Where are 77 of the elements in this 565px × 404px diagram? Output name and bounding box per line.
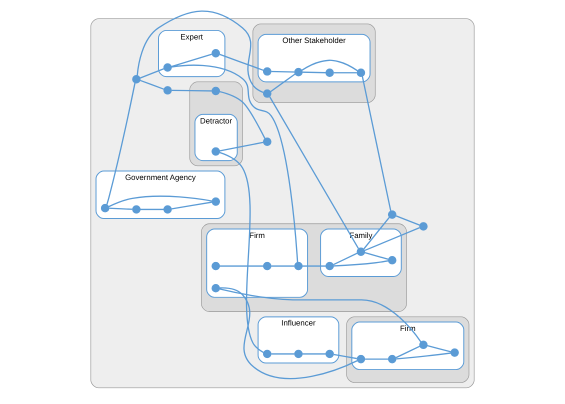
connector — [106, 82, 136, 205]
node-circle — [388, 256, 396, 264]
node-circle — [356, 354, 366, 364]
connector — [220, 288, 422, 342]
node-circle — [325, 68, 334, 77]
cluster — [201, 223, 407, 312]
node-circle — [163, 86, 172, 95]
connector — [302, 265, 326, 267]
node-circle — [212, 284, 220, 292]
node-circle — [132, 205, 141, 214]
node-circle — [163, 63, 172, 72]
connector — [334, 72, 357, 74]
connector — [427, 345, 451, 352]
connector — [362, 76, 392, 211]
node-circle — [262, 89, 272, 98]
node-circle — [388, 210, 396, 219]
node-circle — [294, 68, 303, 76]
connector — [364, 252, 388, 260]
connector — [136, 10, 264, 94]
connector — [271, 353, 294, 355]
connector — [171, 54, 212, 68]
connector — [140, 68, 164, 79]
connector — [396, 352, 451, 360]
connector — [172, 202, 212, 210]
connector — [220, 287, 358, 380]
node-circle — [294, 262, 303, 270]
node-circle — [262, 138, 272, 146]
node-circle — [100, 204, 110, 212]
node-circle — [212, 262, 220, 270]
connector — [302, 353, 326, 355]
connector — [271, 70, 294, 73]
node-circle — [388, 354, 396, 364]
node-circle — [325, 262, 334, 270]
connector — [302, 60, 358, 72]
node-circle — [212, 86, 220, 96]
connector — [396, 346, 420, 358]
connector — [270, 74, 296, 92]
connector — [140, 80, 164, 90]
node-circle — [356, 68, 366, 77]
node-circle — [212, 48, 220, 58]
connector — [220, 142, 264, 152]
connector — [171, 64, 298, 262]
connector — [363, 217, 390, 250]
node-circle — [356, 248, 366, 256]
connector — [302, 72, 326, 74]
node-circle — [325, 350, 334, 358]
cluster — [90, 18, 475, 388]
connector — [396, 215, 420, 226]
connector — [269, 96, 359, 249]
connector — [109, 208, 132, 210]
connector — [220, 91, 266, 139]
node-circle — [262, 67, 272, 76]
connector — [364, 227, 420, 252]
node-circle — [163, 205, 172, 214]
connector — [219, 152, 264, 353]
node-circle — [294, 350, 303, 358]
connector — [140, 208, 164, 210]
node-circle — [419, 340, 428, 350]
connector — [333, 252, 358, 266]
connector — [271, 265, 294, 267]
connector — [220, 265, 264, 267]
node-circle — [262, 350, 272, 358]
node-circle — [132, 75, 141, 84]
connector — [108, 196, 212, 208]
connector — [334, 260, 388, 267]
connector — [172, 90, 212, 92]
cluster — [346, 316, 470, 383]
node-circle — [419, 222, 428, 231]
connector — [334, 354, 357, 360]
connector — [365, 358, 388, 360]
node-circle — [450, 348, 459, 357]
cluster — [252, 24, 376, 104]
cluster — [189, 82, 243, 166]
node-circle — [212, 147, 220, 156]
node-circle — [262, 262, 272, 270]
node-circle — [212, 197, 220, 206]
connector — [220, 54, 264, 71]
